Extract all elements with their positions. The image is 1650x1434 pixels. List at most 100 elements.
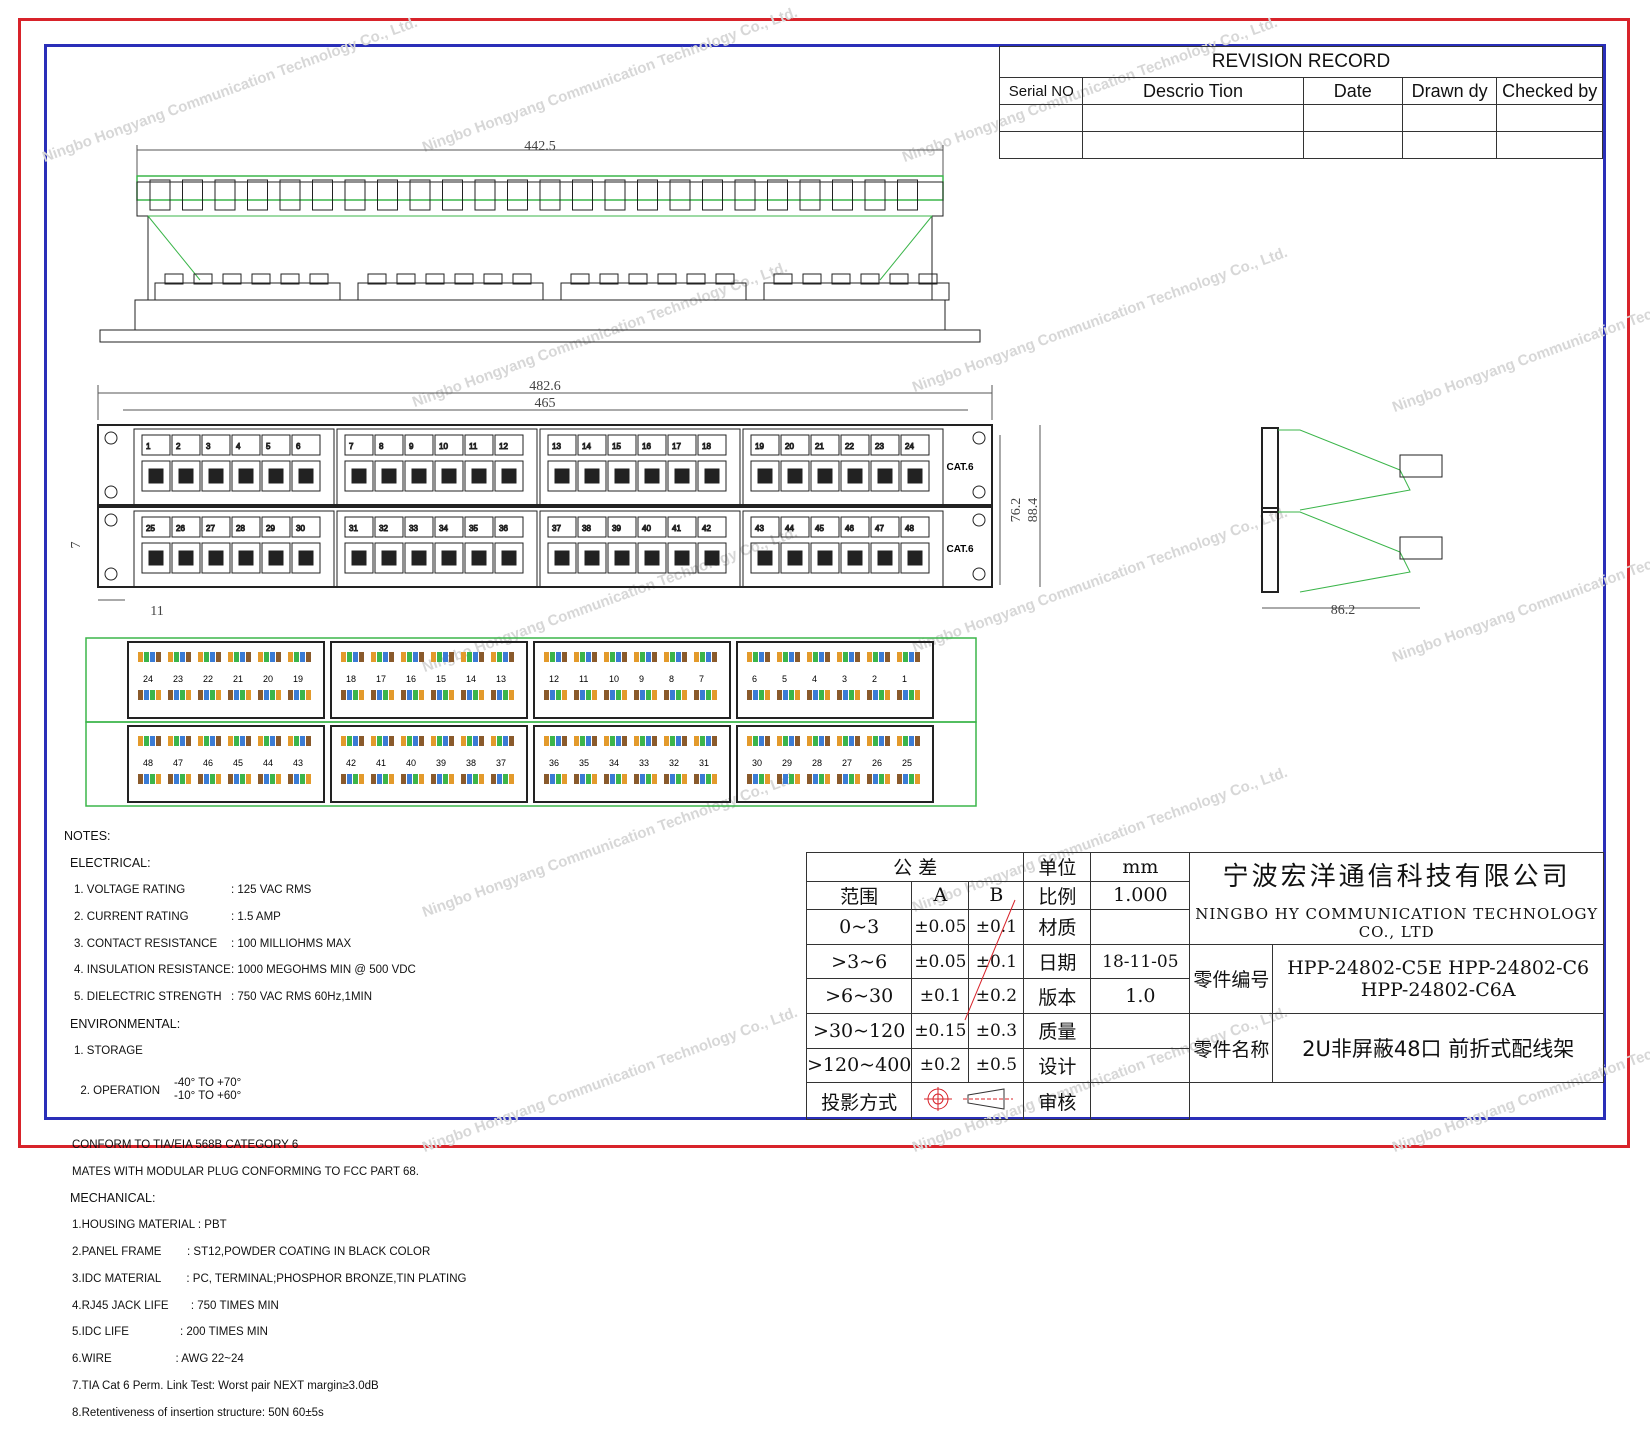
rj45-port[interactable] [291, 460, 321, 492]
rj45-port[interactable] [231, 460, 261, 492]
rj45-port[interactable] [750, 542, 780, 574]
rj45-port[interactable] [637, 542, 667, 574]
rj45-port[interactable] [607, 460, 637, 492]
idc-contact [419, 652, 424, 662]
idc-contact [646, 774, 651, 784]
rj45-port[interactable] [577, 460, 607, 492]
note-line: MATES WITH MODULAR PLUG CONFORMING TO FC… [72, 1165, 419, 1178]
rj45-port[interactable] [171, 460, 201, 492]
top-jack [889, 273, 909, 285]
idc-contact [765, 652, 770, 662]
rj45-port[interactable] [667, 460, 697, 492]
rj45-port[interactable] [607, 542, 637, 574]
rear-port-number: 9 [639, 674, 644, 684]
idc-contact [174, 774, 179, 784]
idc-contact [777, 690, 782, 700]
idc-contact [813, 774, 818, 784]
idc-contact [610, 736, 615, 746]
rj45-port[interactable] [840, 460, 870, 492]
rj45-port[interactable] [434, 542, 464, 574]
rj45-port[interactable] [667, 542, 697, 574]
part-no-line: HPP-24802-C5E HPP-24802-C6 [1287, 956, 1590, 979]
rj45-port[interactable] [697, 460, 727, 492]
rj45-port[interactable] [870, 460, 900, 492]
rj45-port[interactable] [201, 542, 231, 574]
top-tab [832, 179, 853, 211]
rj45-port[interactable] [494, 460, 524, 492]
idc-contact [544, 736, 549, 746]
rj45-port[interactable] [547, 542, 577, 574]
rj45-port[interactable] [201, 460, 231, 492]
rj45-port[interactable] [780, 460, 810, 492]
rj45-port[interactable] [261, 542, 291, 574]
rj45-port[interactable] [261, 460, 291, 492]
rj45-port[interactable] [141, 460, 171, 492]
rj45-port[interactable] [697, 542, 727, 574]
port-label-box [434, 434, 464, 456]
idc-contact [813, 652, 818, 662]
quality-label: 质量 [1023, 1012, 1092, 1049]
rj45-port[interactable] [141, 542, 171, 574]
rj45-port[interactable] [547, 460, 577, 492]
idc-contact [491, 774, 496, 784]
rear-port-number: 14 [466, 674, 476, 684]
rj45-port[interactable] [900, 542, 930, 574]
rj45-port[interactable] [637, 460, 667, 492]
rj45-jack-icon [877, 468, 893, 484]
rj45-port[interactable] [577, 542, 607, 574]
idc-contact [347, 690, 352, 700]
rj45-port[interactable] [750, 460, 780, 492]
idc-contact [825, 690, 830, 700]
rj45-port[interactable] [464, 542, 494, 574]
rj45-port[interactable] [291, 542, 321, 574]
rj45-port[interactable] [464, 460, 494, 492]
idc-contact [288, 774, 293, 784]
idc-contact [359, 652, 364, 662]
rj45-port[interactable] [231, 542, 261, 574]
idc-module [127, 641, 325, 719]
idc-contact [712, 736, 717, 746]
rj45-port[interactable] [810, 542, 840, 574]
rj45-port[interactable] [344, 460, 374, 492]
revision-cell [1496, 104, 1603, 132]
rj45-port[interactable] [171, 542, 201, 574]
rj45-port[interactable] [434, 460, 464, 492]
idc-contact [306, 774, 311, 784]
idc-contact [855, 690, 860, 700]
port-label-box [231, 516, 261, 538]
top-view [99, 145, 981, 343]
range-cell: 0~3 [805, 909, 913, 945]
idc-contact [622, 690, 627, 700]
port-number: 18 [702, 442, 711, 451]
rj45-jack-icon [471, 468, 487, 484]
rear-port-number: 44 [263, 758, 273, 768]
port-number: 25 [146, 524, 155, 533]
rj45-port[interactable] [344, 542, 374, 574]
rj45-port[interactable] [900, 460, 930, 492]
idc-contact [294, 652, 299, 662]
idc-contact [867, 652, 872, 662]
idc-contact [306, 652, 311, 662]
rear-port-number: 37 [496, 758, 506, 768]
idc-contact [819, 690, 824, 700]
rj45-port[interactable] [810, 460, 840, 492]
idc-contact [431, 736, 436, 746]
port-number: 9 [409, 442, 414, 451]
tol-b-cell: ±0.5 [968, 1047, 1025, 1084]
rj45-port[interactable] [374, 460, 404, 492]
idc-contact [604, 736, 609, 746]
rj45-port[interactable] [780, 542, 810, 574]
rj45-port[interactable] [870, 542, 900, 574]
idc-contact [210, 690, 215, 700]
rj45-port[interactable] [374, 542, 404, 574]
rj45-port[interactable] [404, 542, 434, 574]
idc-contact [413, 774, 418, 784]
side-view [1261, 427, 1443, 609]
idc-contact [694, 652, 699, 662]
idc-contact [652, 652, 657, 662]
rj45-port[interactable] [404, 460, 434, 492]
idc-contact [156, 652, 161, 662]
rj45-port[interactable] [840, 542, 870, 574]
rj45-port[interactable] [494, 542, 524, 574]
idc-contact [819, 736, 824, 746]
